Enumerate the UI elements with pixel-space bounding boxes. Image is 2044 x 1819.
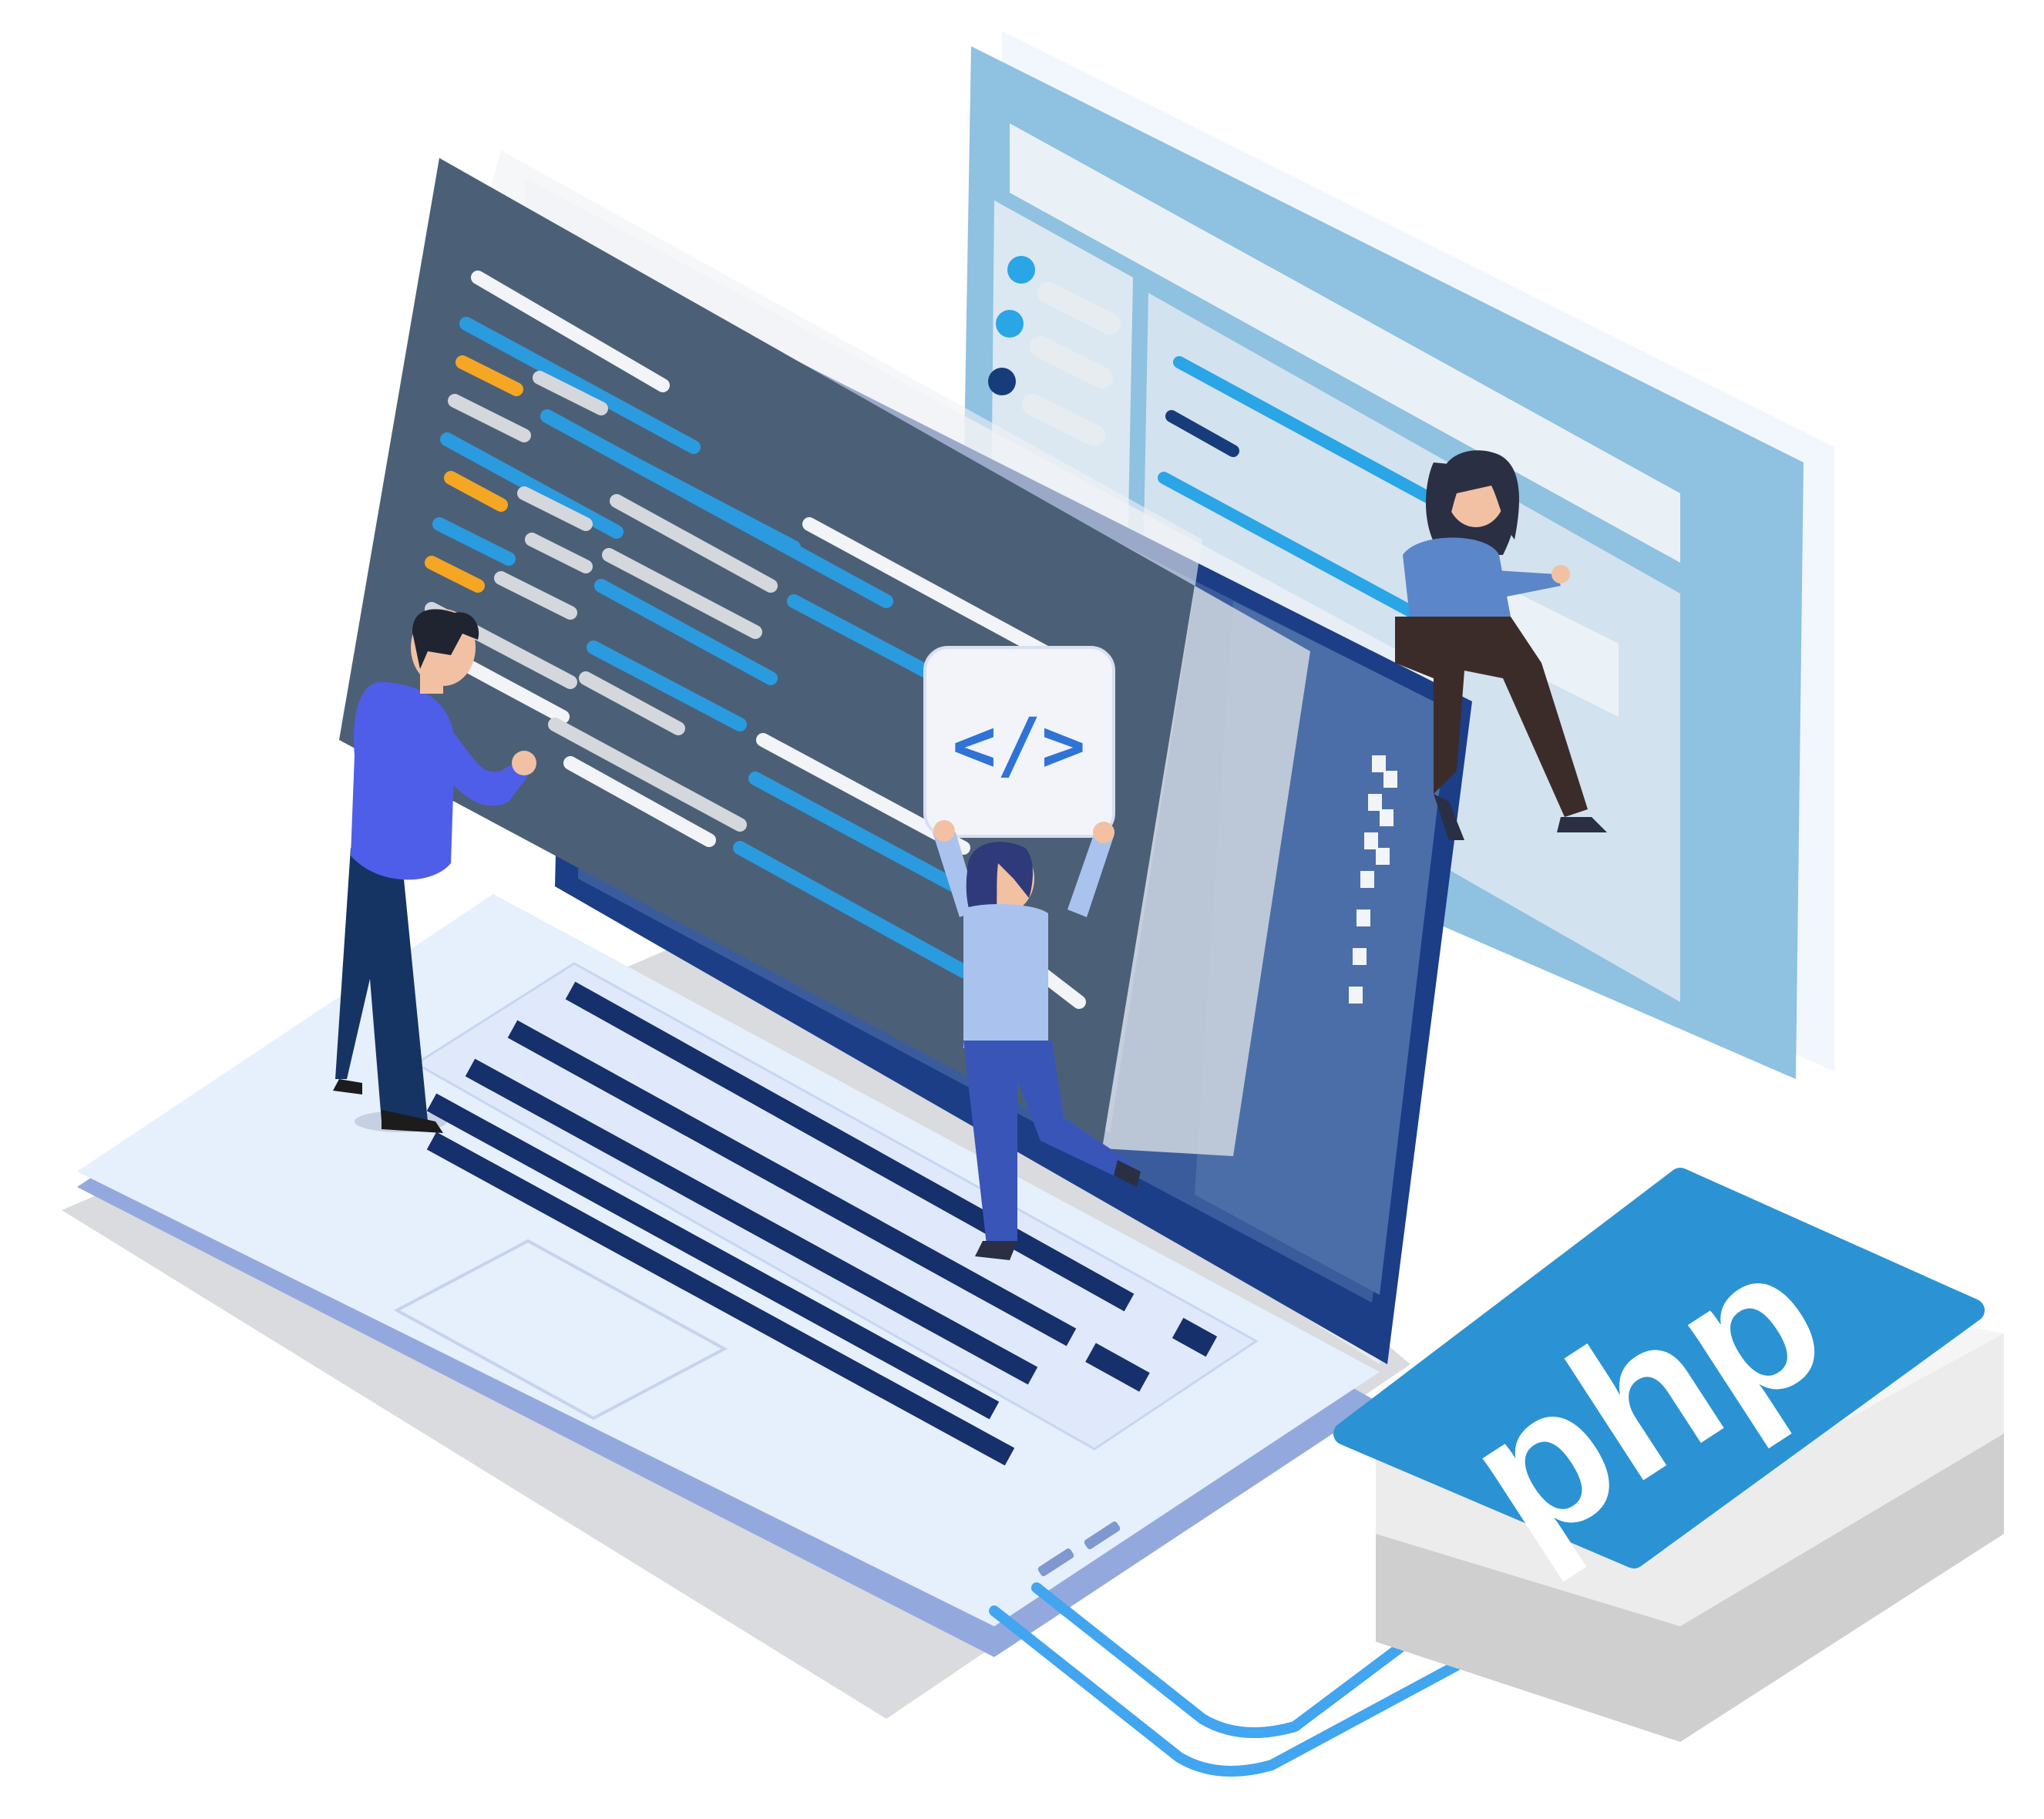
list-bullet-icon: [988, 368, 1016, 395]
keyboard: [426, 981, 1135, 1466]
man-figure: [333, 609, 536, 1133]
code-tag-icon: </>: [952, 702, 1085, 788]
list-bullet-icon: [1007, 256, 1035, 284]
usb-cable-icon: [989, 1582, 1478, 1777]
woman-sitting-figure: [1395, 450, 1607, 840]
php-badge: php: [1333, 1168, 2004, 1742]
woman-holding-sign-figure: </>: [923, 646, 1141, 1260]
trackpad: [393, 1239, 728, 1421]
code-sign: </>: [923, 646, 1115, 838]
list-bullet-icon: [996, 310, 1024, 338]
